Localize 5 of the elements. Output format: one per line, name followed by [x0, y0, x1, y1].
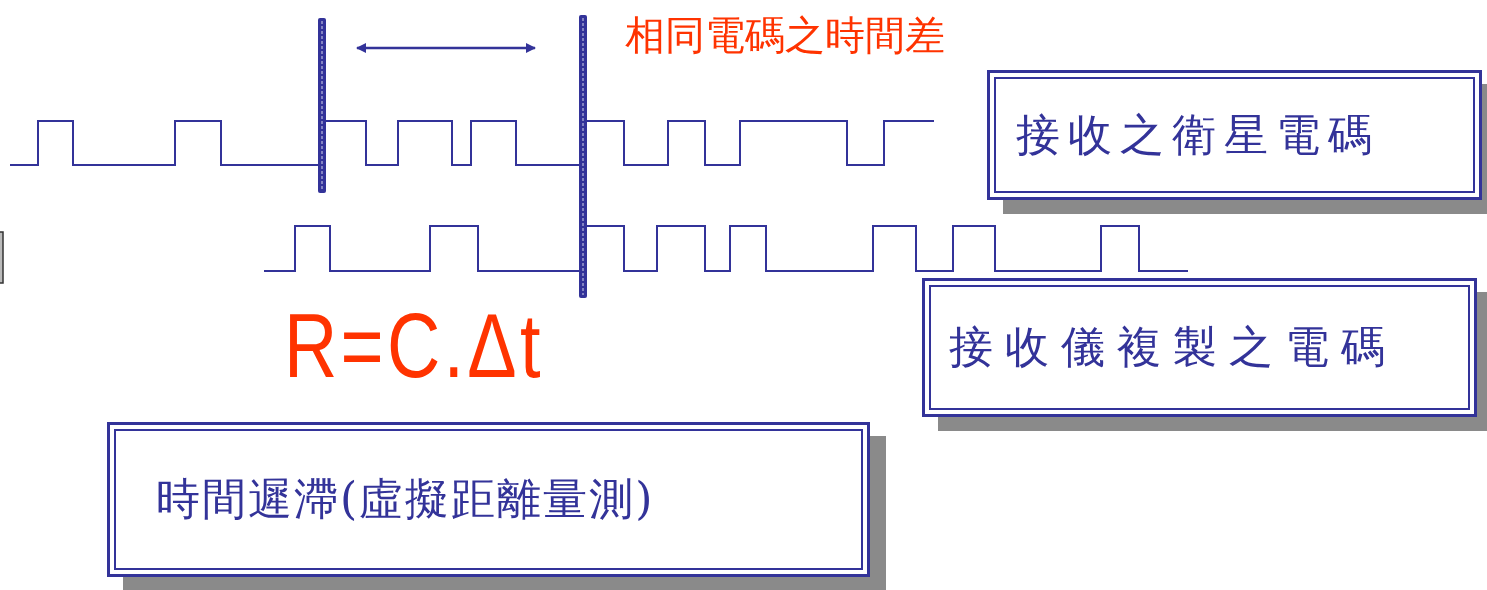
- formula-text: R=C.Δt: [284, 295, 544, 398]
- box-label: 接收儀複製之電碼: [949, 320, 1397, 374]
- box-label: 接收之衛星電碼: [1016, 107, 1380, 162]
- box-label: 時間遲滯(虛擬距離量測): [156, 472, 655, 526]
- annotation-text: 相同電碼之時間差: [625, 11, 945, 60]
